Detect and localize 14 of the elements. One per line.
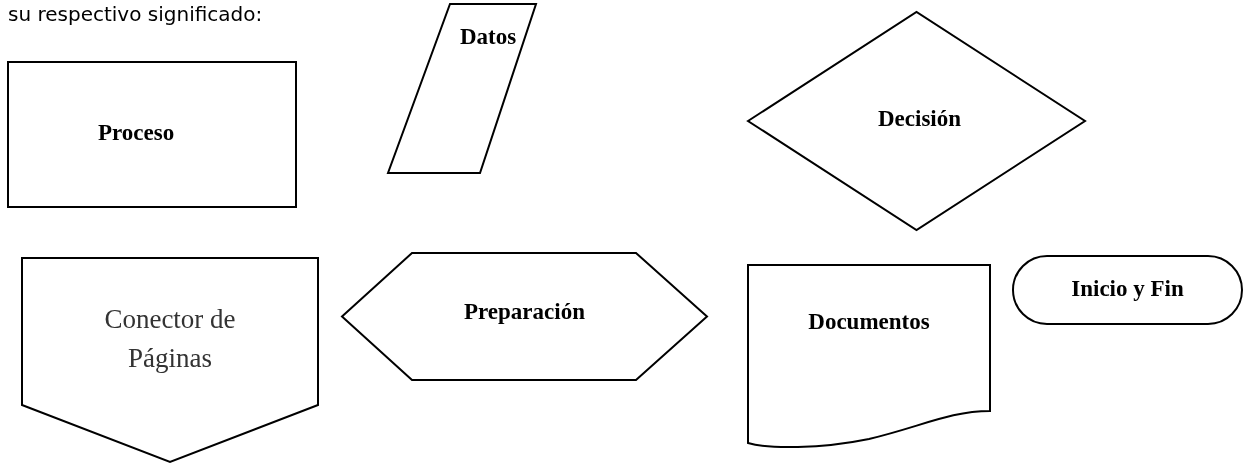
shape-label: Inicio y Fin <box>1070 276 1185 302</box>
intro-text: su respectivo significado: <box>8 2 263 26</box>
shape-label: Decisión <box>878 106 962 132</box>
decision-diamond <box>748 12 1085 230</box>
shape-label: Conector de Páginas <box>103 303 237 376</box>
shape-label: Proceso <box>98 120 175 146</box>
shape-label: Documentos <box>807 309 931 335</box>
page-connector-shape <box>22 258 318 462</box>
process-box <box>8 62 296 207</box>
terminator-shape <box>1013 256 1242 324</box>
data-parallelogram <box>388 4 536 173</box>
preparation-hexagon <box>342 253 707 380</box>
shape-label: Datos <box>460 24 517 50</box>
shape-label: Preparación <box>463 299 586 325</box>
